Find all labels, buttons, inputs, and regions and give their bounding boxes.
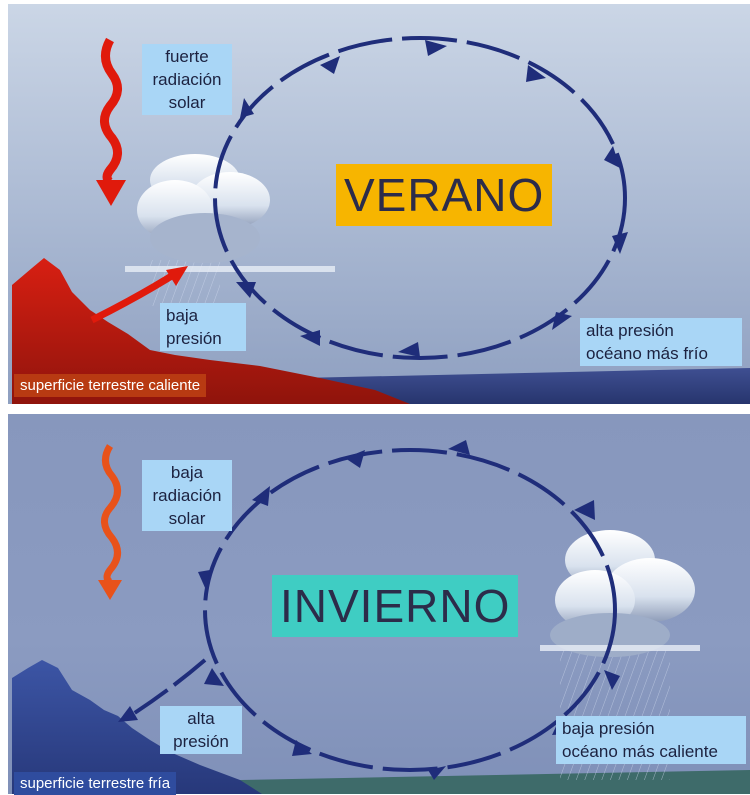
winter-ocean-label: baja presión océano más caliente	[556, 716, 746, 764]
summer-radiation-label: fuerte radiación solar	[142, 44, 232, 115]
strong-radiation-arrow-head	[96, 180, 126, 206]
summer-panel	[8, 4, 750, 404]
summer-circulation-loop	[213, 36, 627, 360]
winter-radiation-line-2: radiación	[152, 486, 222, 505]
summer-ocean-line-2: océano más frío	[586, 344, 708, 363]
winter-radiation-line-1: baja	[170, 463, 204, 482]
summer-surface-label: superficie terrestre caliente	[14, 374, 207, 397]
strong-radiation-arrow	[100, 37, 122, 186]
winter-ocean-line-1: baja presión	[562, 719, 655, 738]
winter-radiation-line-3: solar	[168, 509, 206, 528]
winter-circulation-loop	[203, 448, 617, 772]
panel-divider	[8, 404, 750, 414]
summer-radiation-line-1: fuerte	[165, 47, 209, 66]
summer-radiation-line-2: radiación	[152, 70, 222, 89]
winter-pressure-line-2: presión	[173, 732, 229, 751]
summer-radiation-line-3: solar	[168, 93, 206, 112]
winter-title: INVIERNO	[272, 575, 519, 637]
winter-circulation-arrowheads	[118, 440, 620, 780]
hot-land	[12, 258, 410, 404]
weak-radiation-arrow	[101, 444, 121, 585]
warm-air-arrow-head	[166, 266, 188, 286]
summer-circulation-arrowheads	[236, 40, 628, 357]
summer-ocean-line-1: alta presión	[586, 321, 674, 340]
summer-title: VERANO	[336, 164, 553, 226]
summer-cloud	[125, 154, 335, 306]
winter-ocean-line-2: océano más caliente	[562, 742, 718, 761]
weak-radiation-arrow-head	[98, 580, 122, 600]
summer-pressure-line-1: baja	[166, 306, 199, 325]
winter-pressure-label: alta presión	[160, 706, 242, 754]
winter-pressure-line-1: alta	[187, 709, 215, 728]
winter-surface-label: superficie terrestre fría	[14, 772, 177, 795]
summer-sea	[300, 368, 750, 404]
summer-pressure-label: baja presión	[160, 303, 246, 351]
winter-radiation-label: baja radiación solar	[142, 460, 232, 531]
summer-ocean-label: alta presión océano más frío	[580, 318, 742, 366]
cold-land	[12, 660, 262, 794]
summer-pressure-line-2: presión	[166, 329, 222, 348]
